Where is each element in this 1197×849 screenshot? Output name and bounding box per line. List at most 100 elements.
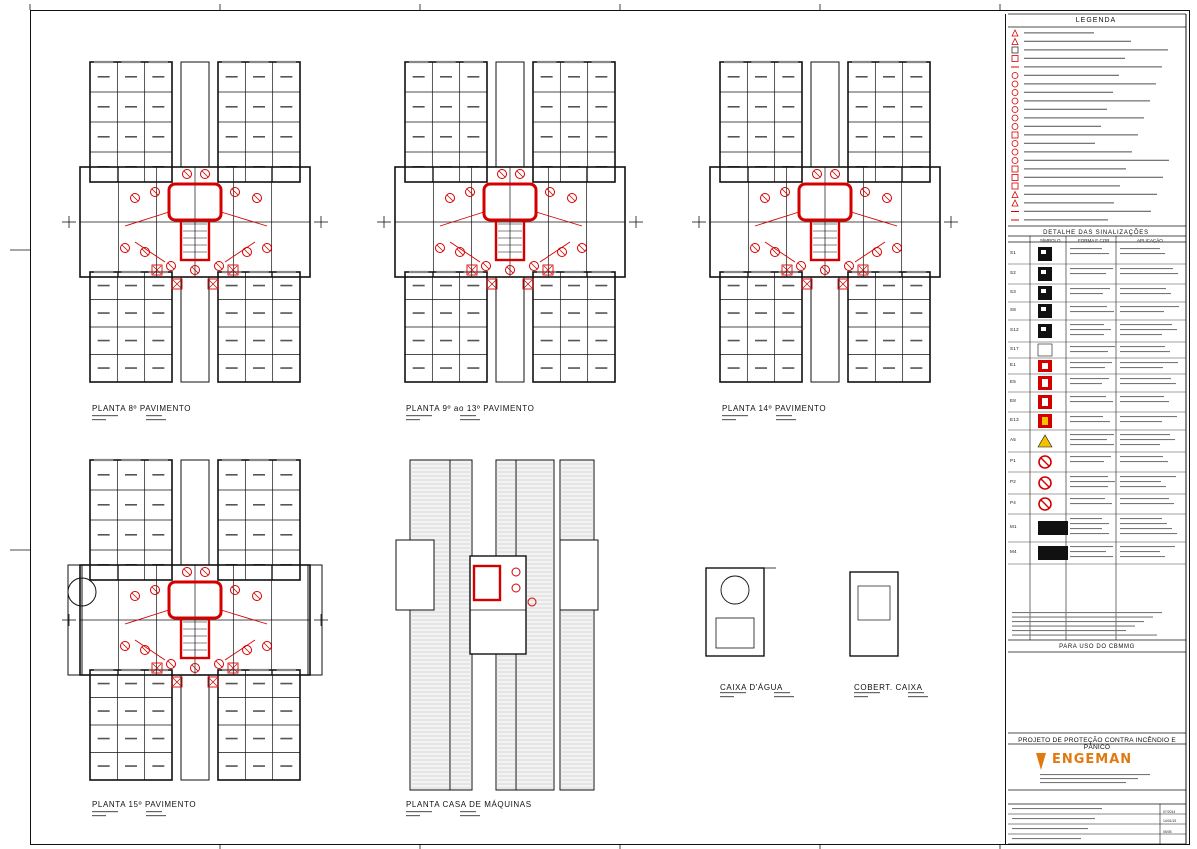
signage-symbol [214,261,224,271]
signage-form-text-mark [1070,334,1104,336]
extinguisher-box [171,278,183,290]
plan-scale-mark [92,415,118,417]
legend-text-mark [1024,57,1125,59]
signage-symbol-cross [231,586,239,594]
escape-route [539,241,571,263]
signage-application-text-mark [1120,367,1163,369]
signage-symbol [750,243,760,253]
room-label-mark [440,76,452,78]
extinguisher-x [523,279,533,289]
room-label-mark [727,367,740,369]
vertical-corridor [495,61,525,168]
room-label-mark [910,367,923,369]
room-label-mark [225,710,238,712]
extinguisher-box [207,676,219,688]
room-label-mark [225,534,238,536]
room-label-mark [253,312,265,314]
signage-application-text-mark [1120,486,1166,488]
signage-application-text-mark [1120,461,1168,463]
extinguisher-x [208,279,218,289]
company-address-mark [1040,778,1138,780]
signage-symbol [760,193,770,203]
signage-symbol-cross [751,244,759,252]
legend-text-mark [1024,142,1095,144]
signage-form-text-mark [1070,324,1104,326]
room-label-mark [253,504,265,506]
signage-form-text-mark [1070,476,1108,478]
extinguisher-box [466,264,478,276]
room-label-mark [225,339,238,342]
extinguisher-x [802,279,812,289]
signage-application-text-mark [1120,421,1162,423]
room-label-mark [782,136,795,138]
signage-symbol [120,641,130,651]
legend-symbol-icon [1011,174,1019,181]
room-label-mark [440,136,452,138]
room-label-mark [125,765,137,767]
room-label-mark [910,136,923,138]
titleblock-text-mark [1012,808,1102,810]
signage-symbol-cross [253,592,261,600]
signage-symbol-cross [215,262,223,270]
extinguisher-x [467,265,477,275]
room-label-mark [855,367,868,369]
escape-route [535,211,583,227]
vertical-corridor [495,276,525,383]
signage-application-text-mark [1120,416,1177,418]
escape-route [224,639,256,661]
signage-application-text-mark [1120,481,1161,483]
terrace [67,564,83,676]
room-label-mark [152,136,165,138]
signage-form-text-mark [1070,528,1102,530]
extinguisher-box [522,278,534,290]
signage-symbol [166,659,176,669]
room-label-mark [440,367,452,369]
plan-scale-mark [720,692,746,694]
vertical-corridor [180,674,210,781]
signage-symbol-cross [141,646,149,654]
room-label-mark [152,367,165,369]
room-label-mark [97,339,110,342]
room-label-mark [467,312,480,314]
room-label-mark [727,284,740,287]
legend-symbol-icon [1011,97,1019,105]
plan-area-mark [406,419,420,421]
water-tank [705,567,765,657]
signage-form-text-mark [1070,293,1103,295]
room-label-mark [253,284,265,287]
room-label-mark [225,136,238,138]
room-label-mark [883,339,895,342]
signage-symbol [567,193,577,203]
signage-symbol [515,169,525,179]
plan-title-9-13: PLANTA 9º ao 13º PAVIMENTO [406,404,535,413]
room-label-mark [540,367,553,369]
notes-text-mark [1012,630,1126,632]
room-label-mark [855,136,868,138]
signage-symbol-cross [131,194,139,202]
signage-symbol-cross [831,170,839,178]
room-label-mark [125,504,137,506]
signage-sign-glyph [1042,363,1048,369]
signage-application-text-mark [1120,378,1171,380]
plan-area-mark [722,419,736,421]
roof-strip [449,459,473,791]
room-label-mark [568,136,580,138]
signage-form-text-mark [1070,273,1106,275]
plan-area-mark [720,696,734,698]
signage-symbol-cross [183,568,191,576]
plan-area-mark [460,815,480,817]
company-logo: ENGEMAN [1052,752,1133,767]
room-label-mark [755,136,767,138]
legend-symbol-icon [1011,182,1019,190]
room-label-mark [253,339,265,342]
signage-sign-glyph [1042,398,1048,406]
legend-text-mark [1024,202,1114,204]
extinguisher-box [171,676,183,688]
signage-symbol-cross [191,266,199,274]
plan-title-caixa-agua: CAIXA D'ÁGUA [720,683,783,692]
signage-application-text-mark [1120,476,1176,478]
extinguisher-box [781,264,793,276]
legend-text-mark [1024,219,1108,221]
legend-symbol-icon [1011,157,1019,164]
signage-sign-glyph [1042,417,1048,425]
